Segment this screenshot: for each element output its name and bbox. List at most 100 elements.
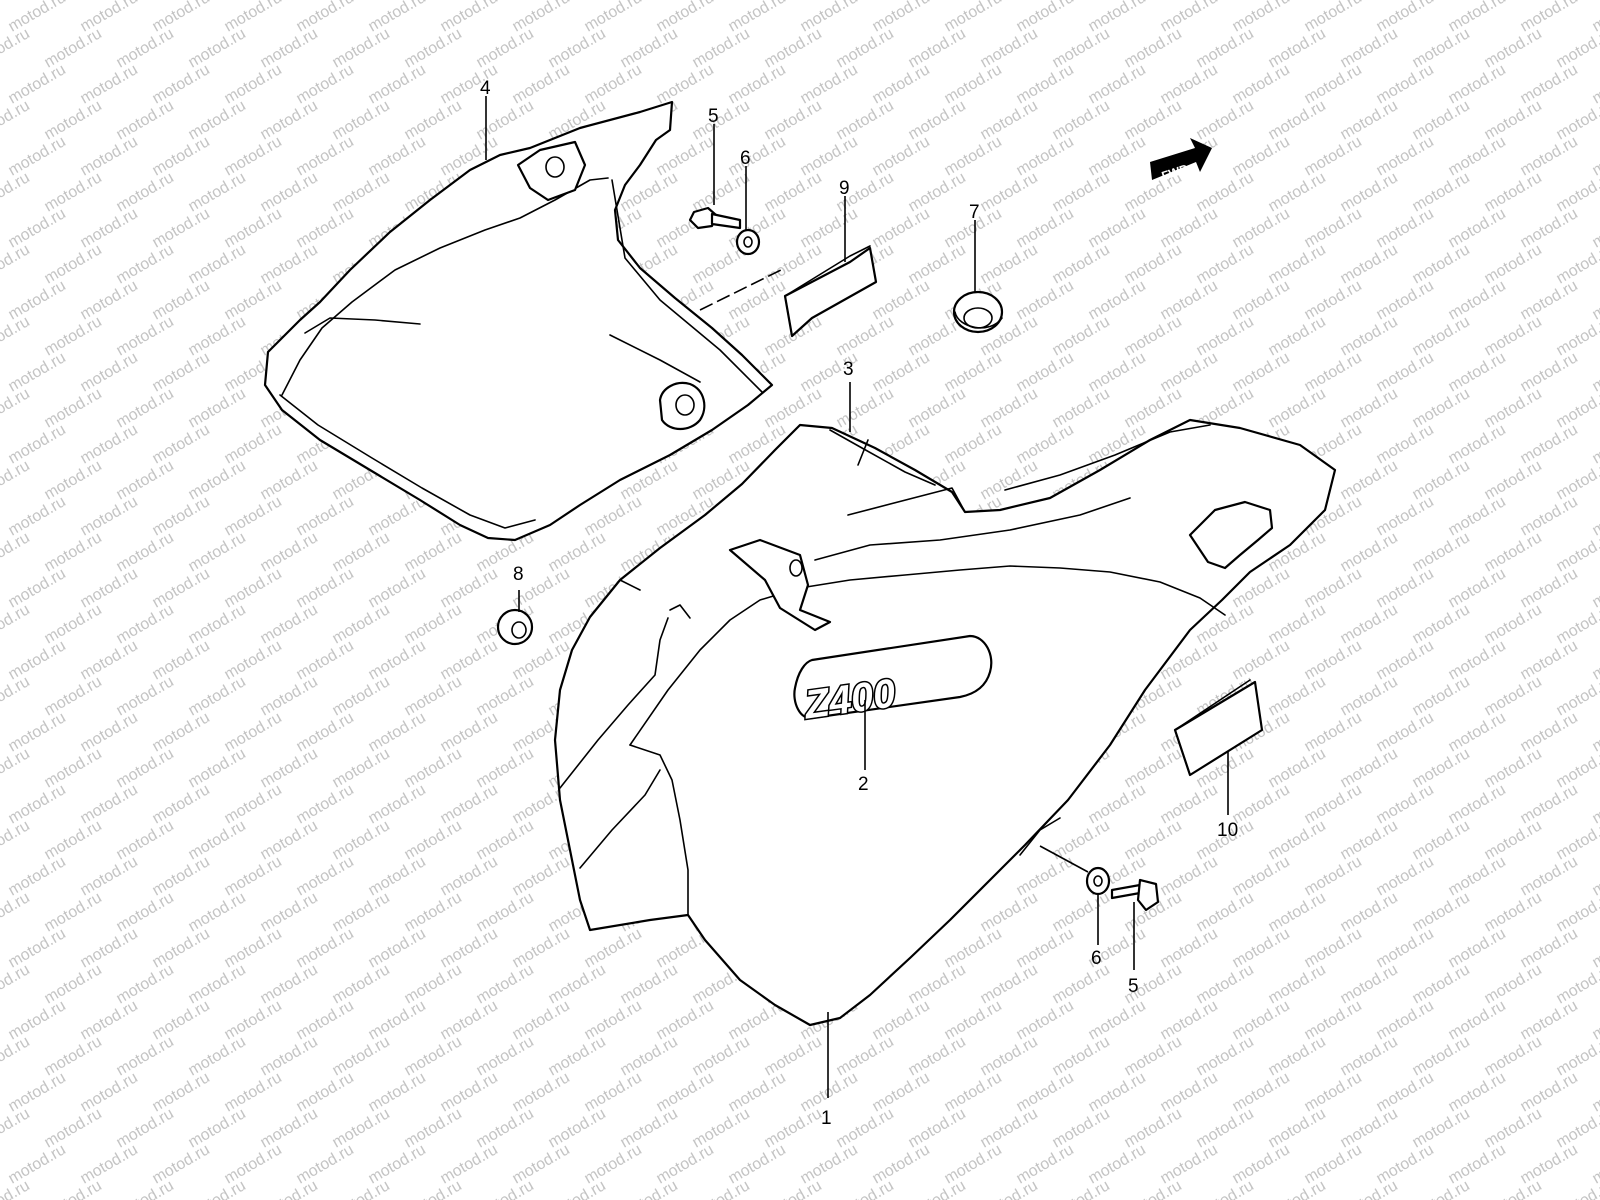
watermark-text: motod.ru — [402, 1105, 465, 1151]
watermark-text: motod.ru — [1230, 277, 1293, 323]
watermark-text: motod.ru — [1302, 349, 1365, 395]
watermark-text: motod.ru — [1482, 817, 1545, 863]
watermark-text: motod.ru — [114, 889, 177, 935]
watermark-text: motod.ru — [1518, 1141, 1581, 1187]
watermark-text: motod.ru — [1518, 565, 1581, 611]
watermark-text: motod.ru — [654, 61, 717, 107]
watermark-text: motod.ru — [618, 1177, 681, 1200]
watermark-text: motod.ru — [150, 925, 213, 971]
watermark-text: motod.ru — [1050, 241, 1113, 287]
watermark-text: motod.ru — [78, 205, 141, 251]
watermark-text: motod.ru — [1266, 817, 1329, 863]
watermark-text: motod.ru — [366, 781, 429, 827]
watermark-text: motod.ru — [150, 997, 213, 1043]
watermark-text: motod.ru — [1446, 781, 1509, 827]
watermark-text: motod.ru — [222, 493, 285, 539]
watermark-text: motod.ru — [1554, 889, 1600, 935]
watermark-text: motod.ru — [1266, 673, 1329, 719]
watermark-text: motod.ru — [1158, 781, 1221, 827]
watermark-text: motod.ru — [1410, 385, 1473, 431]
watermark-text: motod.ru — [114, 673, 177, 719]
watermark-text: motod.ru — [438, 61, 501, 107]
watermark-text: motod.ru — [330, 745, 393, 791]
watermark-text: motod.ru — [294, 781, 357, 827]
watermark-text: motod.ru — [834, 1177, 897, 1200]
watermark-text: motod.ru — [186, 313, 249, 359]
watermark-text: motod.ru — [186, 385, 249, 431]
watermark-text: motod.ru — [1230, 925, 1293, 971]
watermark-text: motod.ru — [1086, 205, 1149, 251]
watermark-text: motod.ru — [1374, 565, 1437, 611]
watermark-text: motod.ru — [1410, 673, 1473, 719]
watermark-text: motod.ru — [1554, 1105, 1600, 1151]
callout-5-upper: 5 — [708, 106, 719, 127]
watermark-text: motod.ru — [402, 529, 465, 575]
watermark-text: motod.ru — [6, 1069, 69, 1115]
watermark-text: motod.ru — [618, 961, 681, 1007]
watermark-text: motod.ru — [1446, 133, 1509, 179]
watermark-text: motod.ru — [402, 961, 465, 1007]
watermark-text: motod.ru — [1230, 997, 1293, 1043]
watermark-text: motod.ru — [978, 25, 1041, 71]
watermark-text: motod.ru — [258, 745, 321, 791]
watermark-text: motod.ru — [1518, 709, 1581, 755]
watermark-text: motod.ru — [186, 457, 249, 503]
watermark-text: motod.ru — [798, 205, 861, 251]
watermark-text: motod.ru — [1338, 889, 1401, 935]
watermark-text: motod.ru — [258, 1033, 321, 1079]
callout-2: 2 — [858, 774, 869, 795]
watermark-text: motod.ru — [78, 853, 141, 899]
watermark-text: motod.ru — [186, 817, 249, 863]
watermark-text: motod.ru — [474, 25, 537, 71]
watermark-text: motod.ru — [1086, 781, 1149, 827]
part-5-bolt-upper — [688, 206, 742, 230]
watermark-text: motod.ru — [186, 241, 249, 287]
watermark-text: motod.ru — [1266, 1033, 1329, 1079]
watermark-text: motod.ru — [690, 1033, 753, 1079]
watermark-text: motod.ru — [1086, 349, 1149, 395]
watermark-text: motod.ru — [1230, 205, 1293, 251]
watermark-text: motod.ru — [294, 1069, 357, 1115]
watermark-text: motod.ru — [582, 1069, 645, 1115]
watermark-text: motod.ru — [1410, 1105, 1473, 1151]
watermark-text: motod.ru — [78, 61, 141, 107]
watermark-text: motod.ru — [258, 1105, 321, 1151]
watermark-text: motod.ru — [402, 745, 465, 791]
watermark-text: motod.ru — [6, 1141, 69, 1187]
watermark-text: motod.ru — [294, 565, 357, 611]
watermark-text: motod.ru — [978, 1105, 1041, 1151]
watermark-text: motod.ru — [1266, 745, 1329, 791]
watermark-text: motod.ru — [330, 601, 393, 647]
watermark-text: motod.ru — [6, 853, 69, 899]
watermark-text: motod.ru — [114, 169, 177, 215]
watermark-text: motod.ru — [1374, 277, 1437, 323]
watermark-text: motod.ru — [1014, 61, 1077, 107]
watermark-text: motod.ru — [1230, 637, 1293, 683]
watermark-text: motod.ru — [942, 1141, 1005, 1187]
watermark-text: motod.ru — [1086, 61, 1149, 107]
watermark-text: motod.ru — [1050, 385, 1113, 431]
watermark-text: motod.ru — [366, 925, 429, 971]
watermark-text: motod.ru — [1266, 169, 1329, 215]
watermark-text: motod.ru — [1518, 277, 1581, 323]
watermark-text: motod.ru — [1230, 133, 1293, 179]
watermark-text: motod.ru — [1302, 133, 1365, 179]
watermark-text: motod.ru — [1518, 421, 1581, 467]
watermark-text: motod.ru — [1194, 241, 1257, 287]
watermark-text: motod.ru — [150, 277, 213, 323]
part-1-main-cover: Z400 — [553, 418, 1337, 1027]
watermark-text: motod.ru — [1554, 745, 1600, 791]
watermark-text: motod.ru — [1302, 853, 1365, 899]
watermark-text: motod.ru — [1266, 889, 1329, 935]
watermark-text: motod.ru — [150, 709, 213, 755]
watermark-text: motod.ru — [42, 529, 105, 575]
watermark-text: motod.ru — [150, 853, 213, 899]
watermark-text: motod.ru — [42, 457, 105, 503]
watermark-text: motod.ru — [1014, 205, 1077, 251]
watermark-text: motod.ru — [222, 1141, 285, 1187]
watermark-text: motod.ru — [1266, 313, 1329, 359]
watermark-text: motod.ru — [78, 277, 141, 323]
watermark-text: motod.ru — [258, 673, 321, 719]
watermark-text: motod.ru — [1518, 493, 1581, 539]
